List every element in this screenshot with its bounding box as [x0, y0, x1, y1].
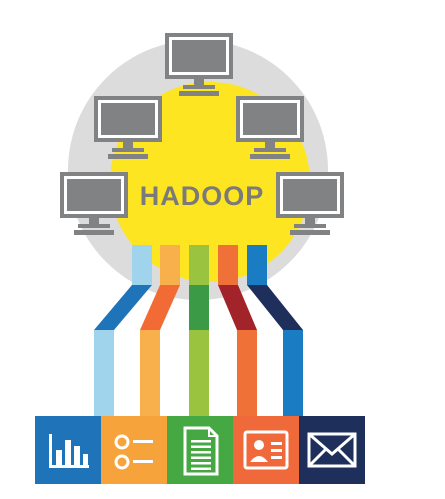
stream-3: [189, 245, 209, 420]
stream-bend: [140, 285, 180, 330]
output-tiles: [35, 416, 365, 484]
stream-1: [94, 245, 152, 420]
document-icon: [183, 426, 219, 476]
stream-upper: [247, 245, 267, 285]
stream-upper: [160, 245, 180, 285]
stream-bend: [94, 285, 152, 330]
output-tile-5: [299, 416, 365, 484]
stream-2: [140, 245, 180, 420]
stream-upper: [132, 245, 152, 285]
monitor-icon: [94, 96, 162, 159]
output-tile-2: [101, 416, 167, 484]
contact-card-icon: [243, 430, 289, 470]
bar-chart-icon: [49, 434, 89, 468]
list-icon: [114, 434, 153, 470]
stream-5: [247, 245, 303, 420]
envelope-icon: [307, 432, 357, 468]
output-tile-1: [35, 416, 101, 484]
stream-upper: [218, 245, 238, 285]
monitor-icon: [236, 96, 304, 159]
stream-lower: [283, 330, 303, 420]
output-tile-3: [167, 416, 233, 484]
stream-bend: [218, 285, 257, 330]
stream-lower: [189, 330, 209, 420]
stream-lower: [237, 330, 257, 420]
cluster-nodes: [60, 33, 344, 235]
stream-bend: [247, 285, 303, 330]
monitor-icon: [60, 172, 128, 235]
stream-bend: [189, 285, 209, 330]
data-streams: [94, 245, 303, 420]
stream-lower: [140, 330, 160, 420]
monitor-icon: [165, 33, 233, 96]
output-tile-4: [233, 416, 299, 484]
hub-label: HADOOP: [140, 181, 265, 211]
stream-lower: [94, 330, 114, 420]
monitor-icon: [276, 172, 344, 235]
stream-upper: [189, 245, 209, 285]
stream-4: [218, 245, 257, 420]
